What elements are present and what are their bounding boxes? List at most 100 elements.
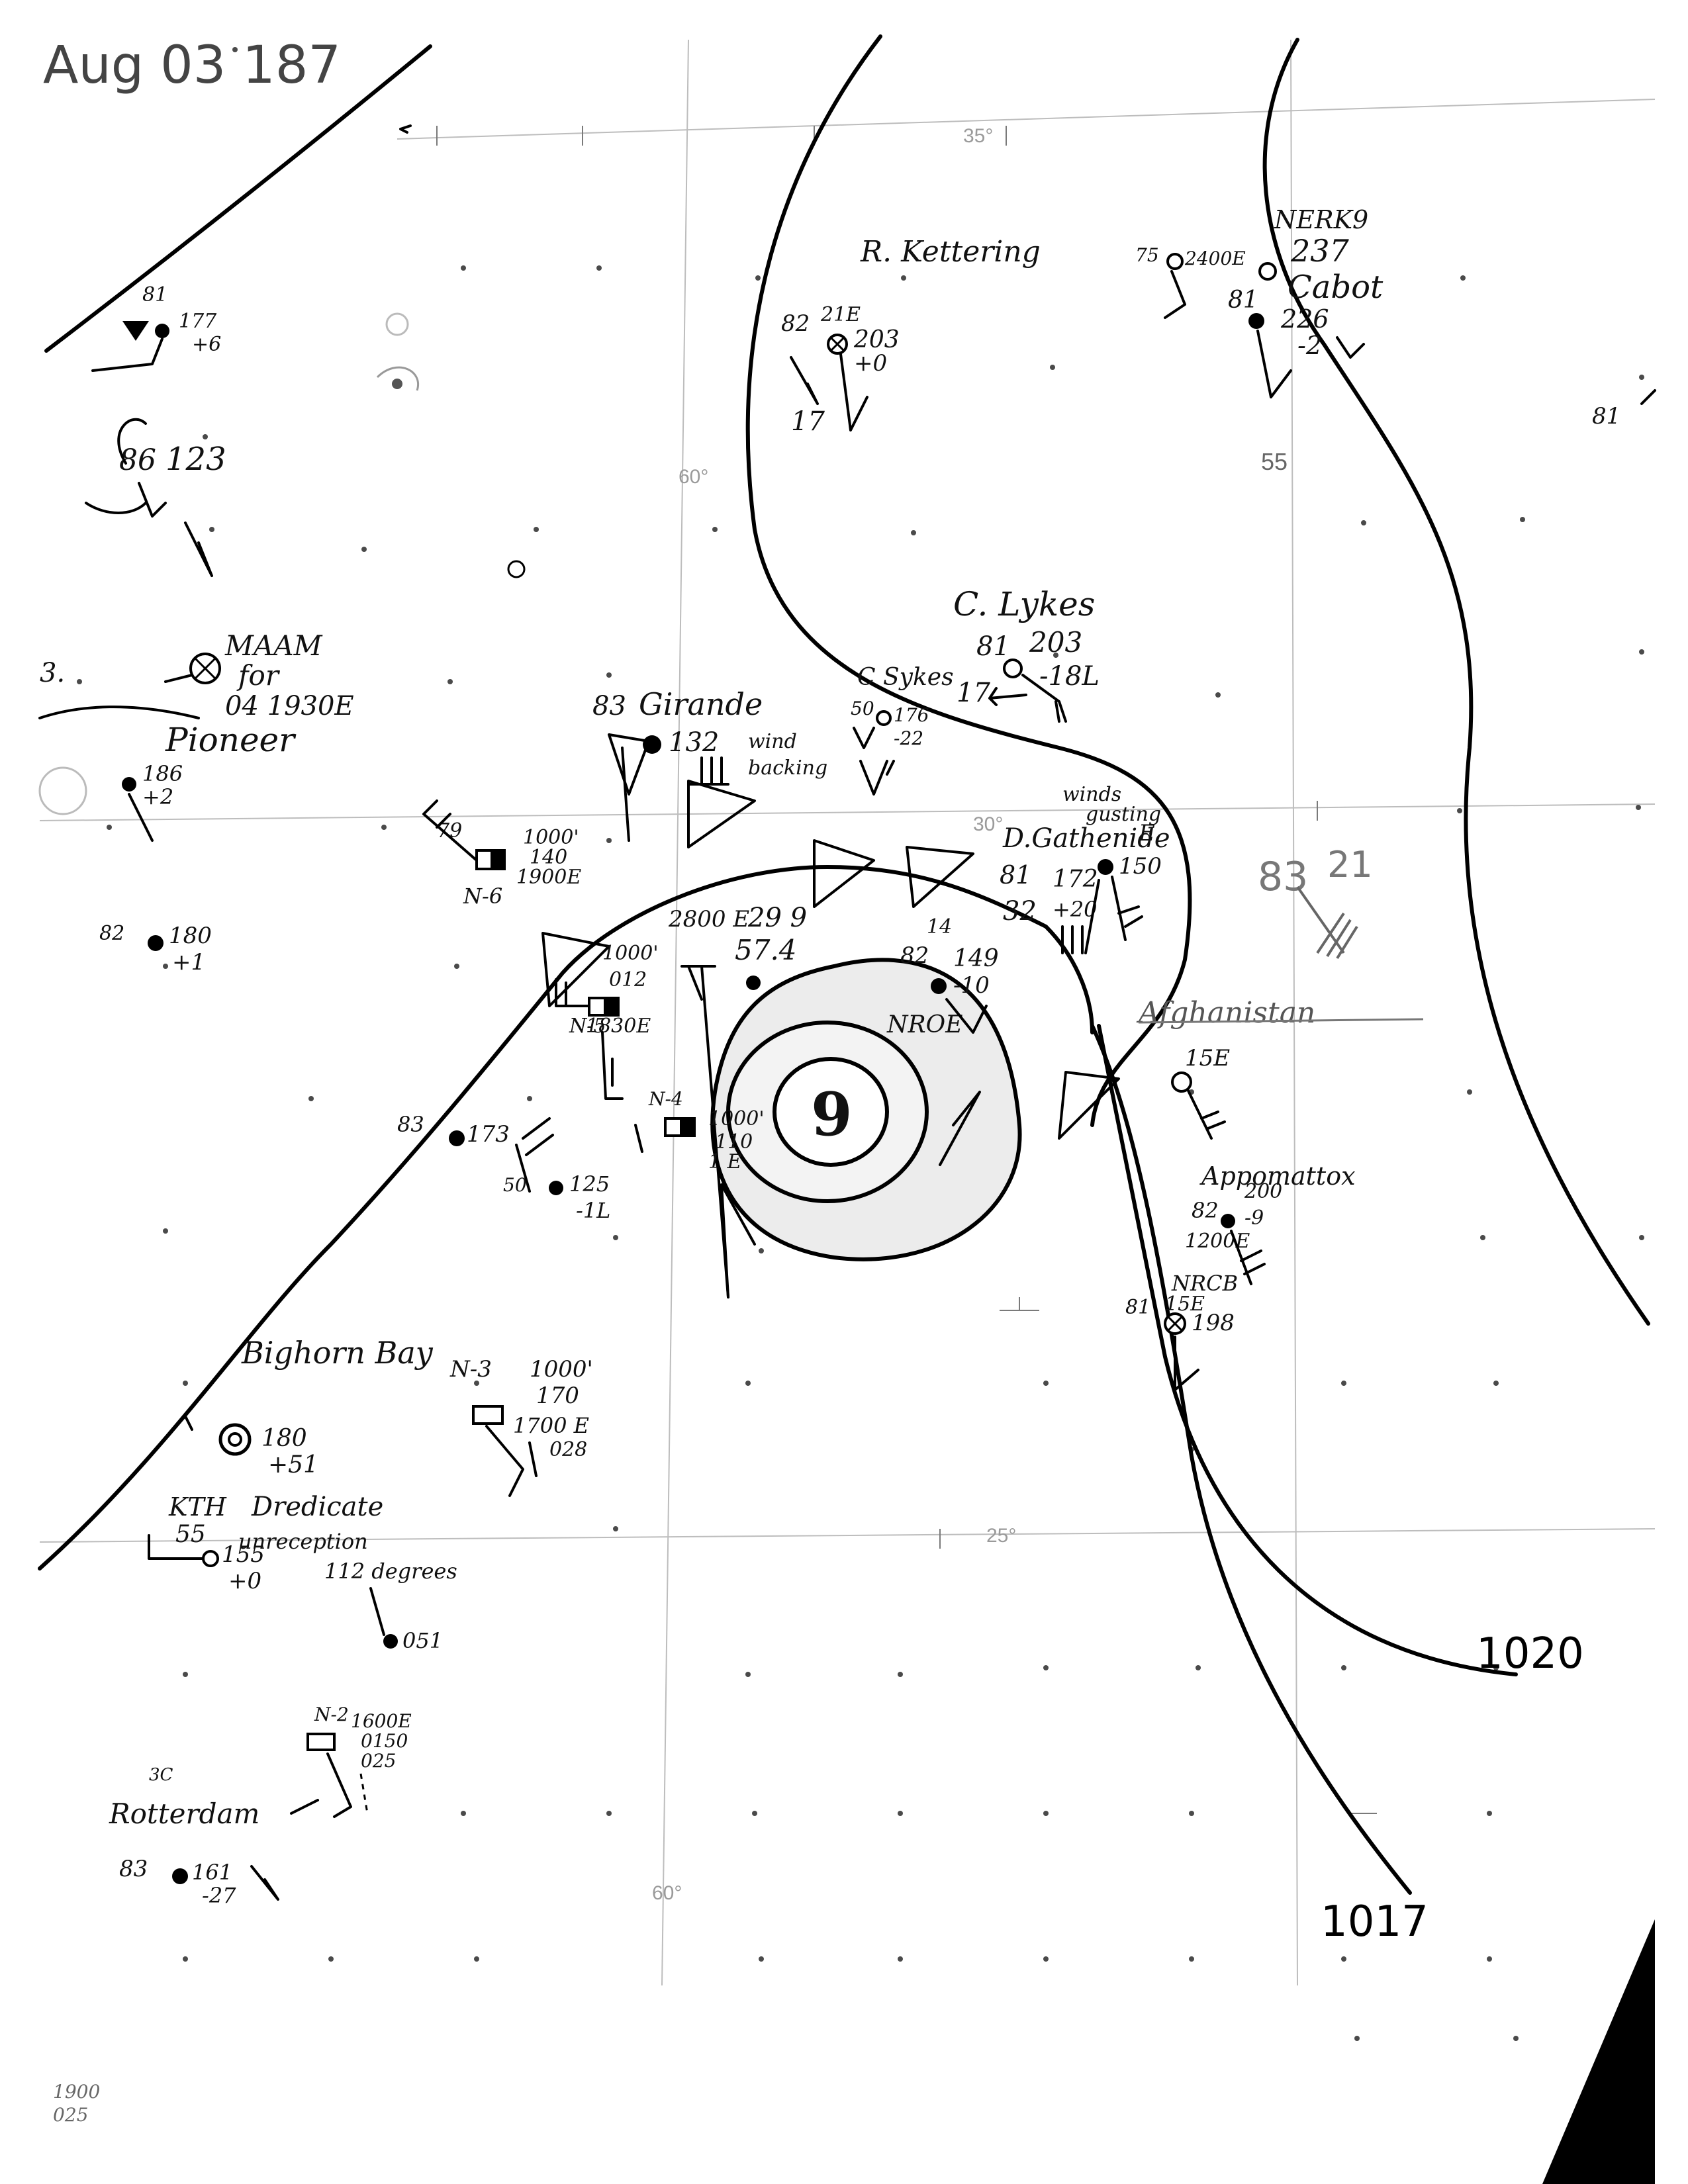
svg-text:1600E: 1600E — [351, 1710, 412, 1732]
svg-text:winds: winds — [1062, 783, 1121, 806]
svg-text:C. Lykes: C. Lykes — [953, 585, 1095, 623]
isobar-1017 — [1090, 1024, 1412, 1895]
station-maam[interactable]: MAAM for 04 1930E — [164, 629, 354, 721]
station-kth[interactable]: KTH Dredicate unreception 112 degrees 55… — [148, 1492, 457, 1653]
isobar-top-left — [44, 44, 432, 353]
svg-text:32: 32 — [1003, 896, 1037, 927]
svg-text:17: 17 — [957, 678, 990, 708]
isobar-label-1017: 1017 — [1321, 1897, 1429, 1946]
svg-text:29 9: 29 9 — [747, 903, 807, 933]
station-n4[interactable]: N-4 1000' 110 1 E — [634, 1088, 765, 1173]
svg-text:203: 203 — [1029, 626, 1082, 659]
station-obs-83-21[interactable]: 83 21 — [1258, 844, 1373, 960]
station-afghanistan[interactable]: Afghanistan 15E — [1136, 996, 1424, 1140]
svg-text:1000': 1000' — [708, 1107, 765, 1130]
svg-text:55: 55 — [175, 1521, 206, 1548]
station-appomattox[interactable]: Appomattox 82 200 -9 1200E — [1185, 1161, 1356, 1285]
station-obs-83-173[interactable]: 83 173 — [397, 1112, 554, 1193]
station-girande[interactable]: 83 Girande 132 wind backing — [592, 686, 827, 842]
svg-text:82: 82 — [900, 942, 929, 969]
hurricane-symbol: 9 — [700, 958, 1022, 1298]
station-n5[interactable]: 1000' 012 1830E N-5 — [555, 942, 659, 1100]
svg-text:110: 110 — [715, 1130, 753, 1154]
svg-text:81: 81 — [1125, 1296, 1150, 1319]
svg-text:1 E: 1 E — [708, 1150, 742, 1173]
station-bighorn-bay[interactable]: Bighorn Bay 180 +51 — [171, 1335, 434, 1479]
station-n6[interactable]: 79 1000' 140 1900E N-6 — [422, 799, 581, 909]
svg-text:Cabot: Cabot — [1288, 269, 1383, 306]
svg-text:81: 81 — [1228, 287, 1258, 314]
svg-text:+6: +6 — [192, 333, 221, 356]
svg-text:for: for — [236, 659, 281, 692]
svg-text:180: 180 — [169, 923, 212, 949]
station-kettering[interactable]: R. Kettering 82 21E 203 +0 17 — [781, 235, 1041, 437]
svg-text:3C: 3C — [149, 1765, 173, 1785]
svg-text:15E: 15E — [1185, 1045, 1230, 1071]
svg-text:112 degrees: 112 degrees — [324, 1559, 457, 1584]
svg-text:83: 83 — [119, 1856, 148, 1882]
isobar-west — [38, 864, 1094, 1570]
svg-text:-10: -10 — [953, 972, 990, 999]
lat-label-25: 25° — [986, 1525, 1016, 1547]
station-center-obs[interactable]: 2800 E 29 9 57.4 — [668, 903, 807, 1001]
station-c-lykes[interactable]: C. Lykes 81 203 -18L 17 — [953, 585, 1100, 723]
svg-text:+0: +0 — [228, 1568, 261, 1594]
svg-text:N-6: N-6 — [463, 884, 502, 909]
svg-text:NROE: NROE — [886, 1011, 962, 1038]
svg-text:0150: 0150 — [361, 1730, 408, 1752]
svg-text:1200E: 1200E — [1185, 1230, 1250, 1253]
isobar-label-1020: 1020 — [1476, 1629, 1584, 1678]
isobar-inner-right — [1097, 1024, 1518, 1676]
station-left-low[interactable]: 82 180 +1 — [99, 922, 212, 976]
svg-text:177: 177 — [179, 310, 217, 333]
station-c-sykes[interactable]: C Sykes 50 176 -22 — [851, 664, 954, 796]
svg-text:wind: wind — [748, 730, 797, 753]
station-ship-14[interactable]: 14 82 149 -10 NROE — [886, 915, 999, 1038]
station-right-edge[interactable]: 81 — [1592, 389, 1656, 430]
station-d-gathenide[interactable]: winds gusting D.Gathenide E 81 172 150 3… — [1000, 783, 1170, 954]
svg-text:3.: 3. — [40, 658, 65, 688]
station-cabot[interactable]: NERK9 75 2400E 237 Cabot 81 226 -2 — [1135, 205, 1383, 398]
station-n2[interactable]: N-2 1600E 0150 025 — [306, 1704, 412, 1818]
isobar-outer-trough — [745, 34, 1192, 1127]
station-obs-50-125[interactable]: 50 125 -1L — [503, 1171, 610, 1223]
svg-text:Dredicate: Dredicate — [251, 1492, 383, 1522]
station-left-upper[interactable]: 86 123 — [85, 418, 526, 578]
svg-text:Bighorn Bay: Bighorn Bay — [241, 1335, 434, 1371]
svg-text:14: 14 — [927, 915, 952, 938]
svg-text:Appomattox: Appomattox — [1199, 1161, 1356, 1191]
svg-text:176: 176 — [894, 704, 929, 726]
station-left-top[interactable]: 81 177 +6 — [91, 283, 420, 391]
svg-text:50: 50 — [503, 1174, 527, 1196]
corner-note: 1900 025 — [53, 2081, 100, 2126]
station-n3[interactable]: N-3 1000' 170 1700 E 028 — [449, 1356, 593, 1497]
svg-text:MAAM: MAAM — [224, 629, 323, 662]
svg-text:04 1930E: 04 1930E — [225, 691, 354, 721]
svg-text:Girande: Girande — [639, 686, 763, 722]
svg-text:200: 200 — [1244, 1180, 1282, 1203]
svg-text:N-5: N-5 — [569, 1015, 606, 1038]
svg-text:83: 83 — [397, 1112, 424, 1137]
svg-text:186: 186 — [142, 761, 183, 786]
svg-text:21: 21 — [1327, 844, 1373, 886]
svg-text:Rotterdam: Rotterdam — [109, 1797, 259, 1830]
svg-text:75: 75 — [1135, 244, 1159, 266]
station-nrcb[interactable]: NRCB 15E 81 198 — [1125, 1271, 1238, 1391]
svg-text:+20: +20 — [1053, 897, 1098, 922]
svg-text:1700 E: 1700 E — [513, 1413, 589, 1438]
map-date: Aug 03 187 — [43, 36, 341, 95]
station-rotterdam[interactable]: 3C Rotterdam 83 161 -27 — [109, 1765, 319, 1908]
svg-text:KTH: KTH — [168, 1492, 227, 1522]
svg-text:Afghanistan: Afghanistan — [1136, 996, 1315, 1030]
station-pioneer[interactable]: 3. Pioneer — [38, 658, 297, 759]
svg-text:123: 123 — [165, 441, 226, 478]
svg-text:82: 82 — [781, 310, 810, 337]
svg-text:132: 132 — [669, 727, 719, 758]
station-left-mid[interactable]: 186 +2 — [38, 761, 183, 842]
svg-text:N-4: N-4 — [648, 1088, 683, 1110]
svg-text:173: 173 — [467, 1121, 510, 1148]
svg-text:025: 025 — [53, 2104, 88, 2126]
svg-text:Pioneer: Pioneer — [165, 721, 297, 759]
svg-text:+51: +51 — [268, 1451, 318, 1479]
lon-label-60-bottom: 60° — [652, 1882, 682, 1904]
